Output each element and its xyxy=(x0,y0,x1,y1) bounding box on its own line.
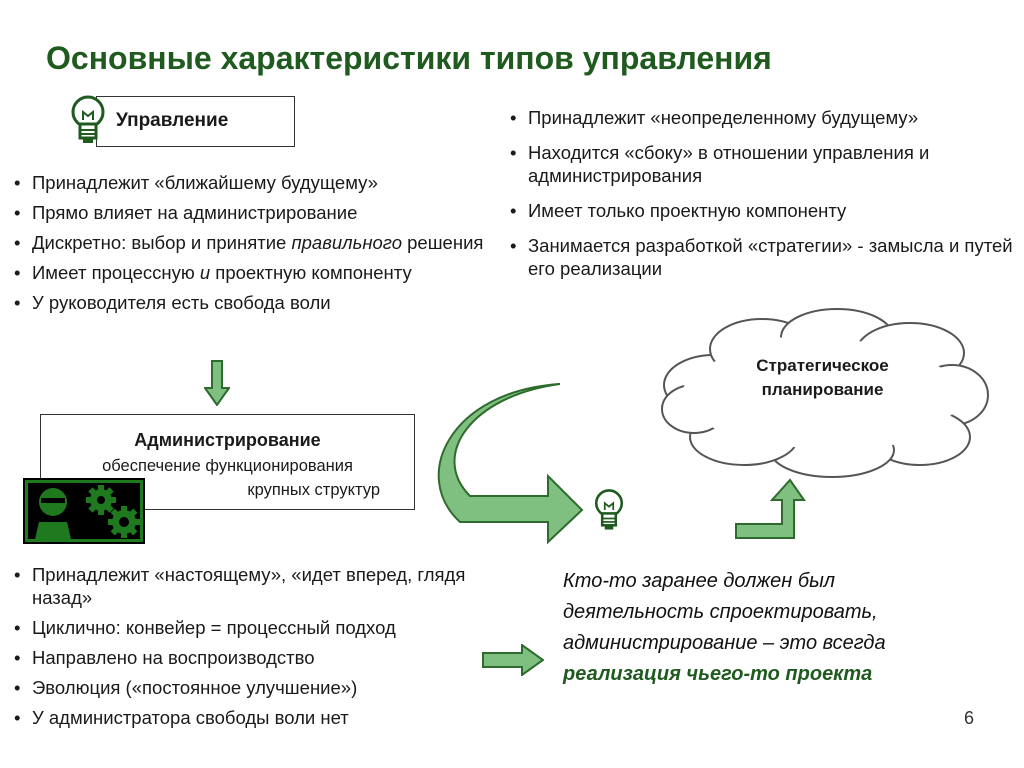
administration-line2: крупных структур xyxy=(247,481,380,499)
list-item: Находится «сбоку» в отношении управления… xyxy=(506,141,1016,187)
list-item: Дискретно: выбор и принятие правильного … xyxy=(10,231,510,254)
list-item: Принадлежит «настоящему», «идет вперед, … xyxy=(10,563,510,609)
list-item: Эволюция («постоянное улучшение») xyxy=(10,676,510,699)
list-item: Прямо влияет на администрирование xyxy=(10,201,510,224)
list-item: Имеет только проектную компоненту xyxy=(506,199,1016,222)
page-number: 6 xyxy=(963,708,974,728)
up-arrow xyxy=(735,478,806,539)
administration-title: Администрирование xyxy=(134,430,321,450)
list-item: Принадлежит «неопределенному будущему» xyxy=(506,106,1016,129)
management-bullets: Принадлежит «ближайшему будущему» Прямо … xyxy=(10,171,510,321)
cloud-label: Стратегическое планирование xyxy=(756,356,889,399)
administration-line1: обеспечение функционирования xyxy=(102,457,353,475)
list-item: Занимается разработкой «стратегии» - зам… xyxy=(506,234,1016,280)
lightbulb-icon xyxy=(594,489,624,530)
strategy-bullets: Принадлежит «неопределенному будущему» Н… xyxy=(506,106,1016,287)
list-item: Направлено на воспроизводство xyxy=(10,646,510,669)
page-title: Основные характеристики типов управления xyxy=(46,40,772,76)
conclusion-quote: Кто-то заранее должен был деятельность с… xyxy=(563,570,886,685)
list-item: Принадлежит «ближайшему будущему» xyxy=(10,171,510,194)
list-item: У администратора свободы воли нет xyxy=(10,706,510,729)
management-box xyxy=(96,96,295,147)
lightbulb-icon xyxy=(71,95,105,143)
management-label: Управление xyxy=(116,110,229,131)
cloud-shape xyxy=(661,308,989,478)
administration-bullets: Принадлежит «настоящему», «идет вперед, … xyxy=(10,563,510,736)
list-item: Имеет процессную и проектную компоненту xyxy=(10,261,510,284)
down-arrow xyxy=(204,360,230,406)
right-arrow xyxy=(482,644,544,676)
list-item: Циклично: конвейер = процессный подход xyxy=(10,616,510,639)
list-item: У руководителя есть свобода воли xyxy=(10,291,510,314)
curved-arrow xyxy=(437,383,584,545)
gears-person-icon xyxy=(23,478,145,544)
